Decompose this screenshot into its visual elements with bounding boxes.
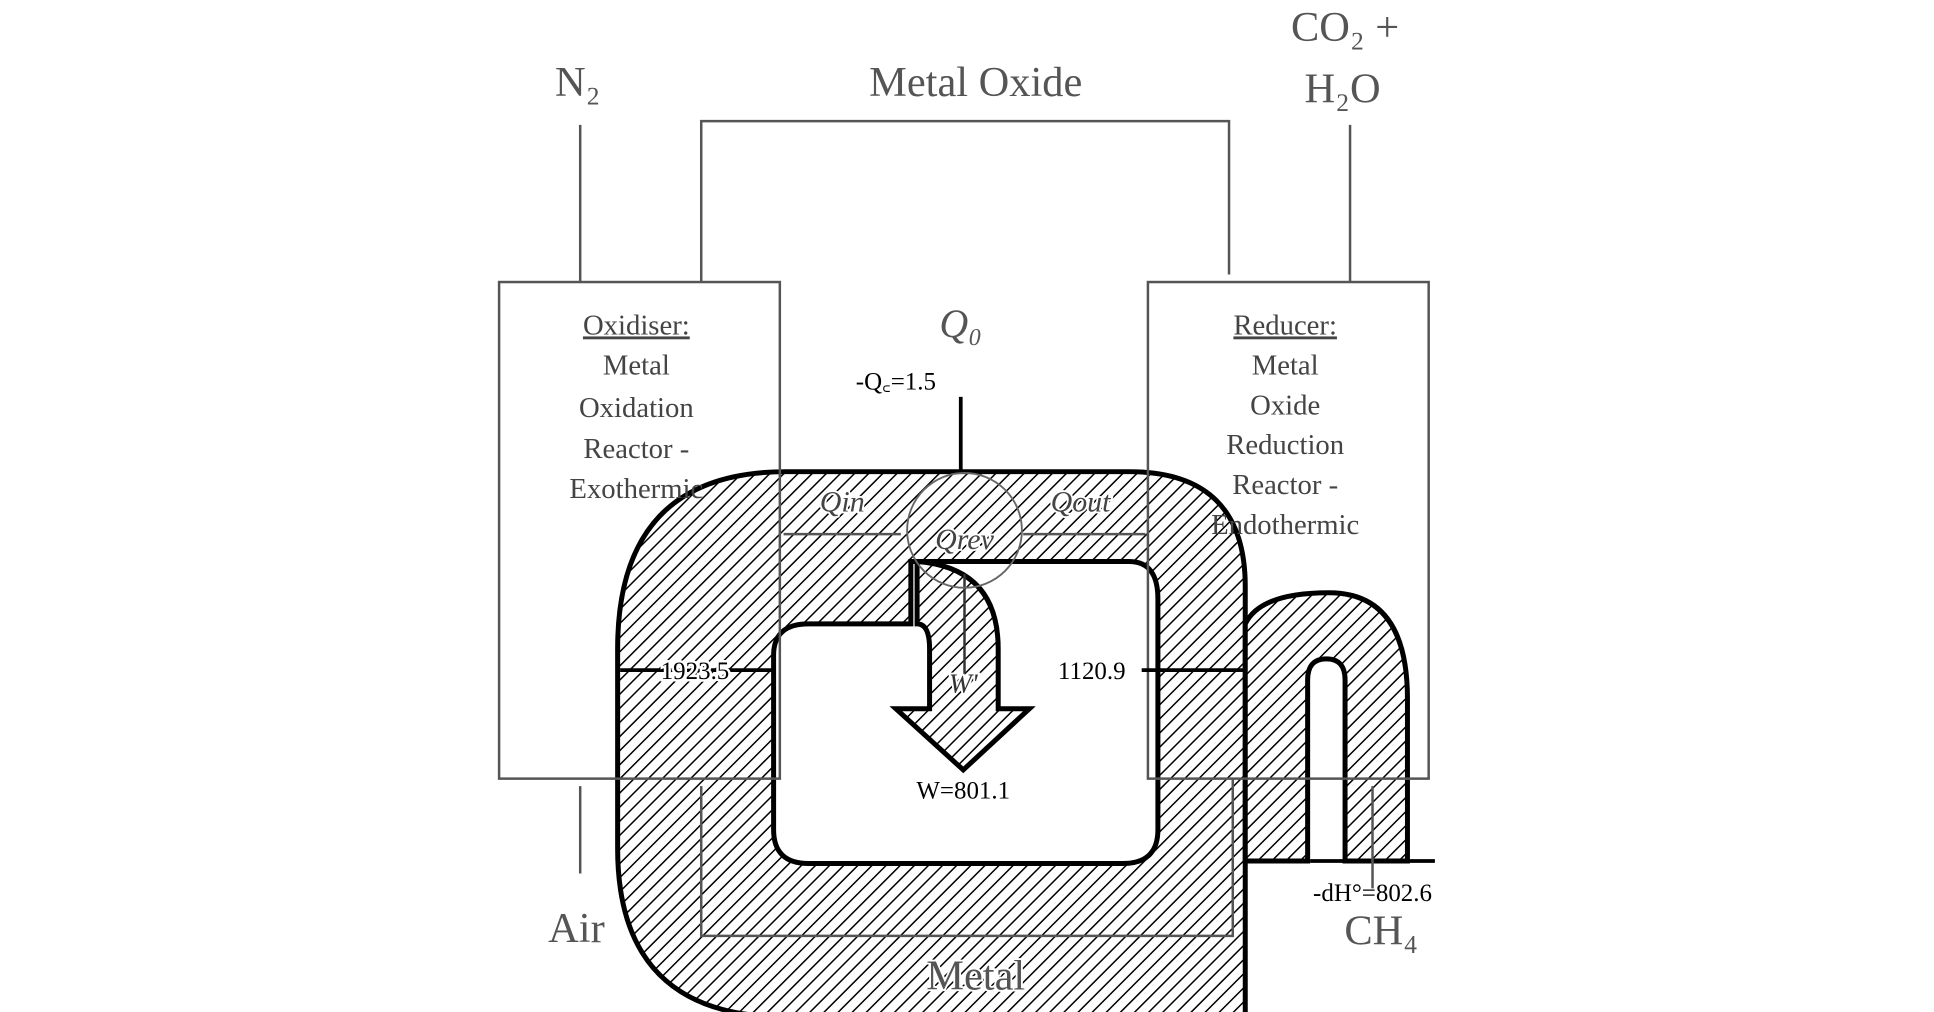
oxidiser-line: Metal [603,349,670,381]
metal-oxide-label: Metal Oxide [869,59,1082,106]
metal-flow-line [699,778,1235,938]
reducer-line: Reduction [1226,429,1344,461]
qrev-label: Qrev [935,523,994,556]
oxidiser-title: Oxidiser: [583,309,690,341]
air-label: Air [548,905,605,952]
h2o-label: H₂O [1305,65,1381,112]
ch4-label: CH₄ [1344,908,1418,955]
oxidiser-box [497,280,782,780]
oxidiser-value-label: 1923.5 [661,658,730,685]
reducer-line: Endothermic [1211,509,1359,541]
reducer-line: Oxide [1250,389,1320,421]
reducer-box [1146,280,1430,780]
reducer-line: Metal [1252,349,1319,381]
q0-label: Q₀ [939,301,982,346]
n2-label: N₂ [555,59,600,106]
qsc-label: -Q꜀=1.5 [856,368,936,395]
reducer-value-label: 1120.9 [1058,658,1126,685]
qin-label: Qin [820,486,865,519]
qout-label: Qout [1051,486,1112,519]
dh-label: -dH°=802.6 [1313,880,1432,907]
co2-label: CO₂ + [1291,4,1399,51]
reducer-line: Reactor - [1232,469,1338,501]
oxidiser-line: Oxidation [579,392,694,424]
methane-hook-band [1242,590,1410,864]
w-prime-label: W' [949,669,979,699]
qrev-circle [906,471,1023,589]
work-arrow [889,558,1036,774]
metal-label: Metal [926,952,1025,999]
work-value-label: W=801.1 [916,778,1010,805]
oxidiser-line: Exothermic [569,473,703,505]
metal-oxide-flow-line [699,119,1231,283]
oxidiser-line: Reactor - [583,433,689,465]
reducer-title: Reducer: [1233,309,1337,341]
